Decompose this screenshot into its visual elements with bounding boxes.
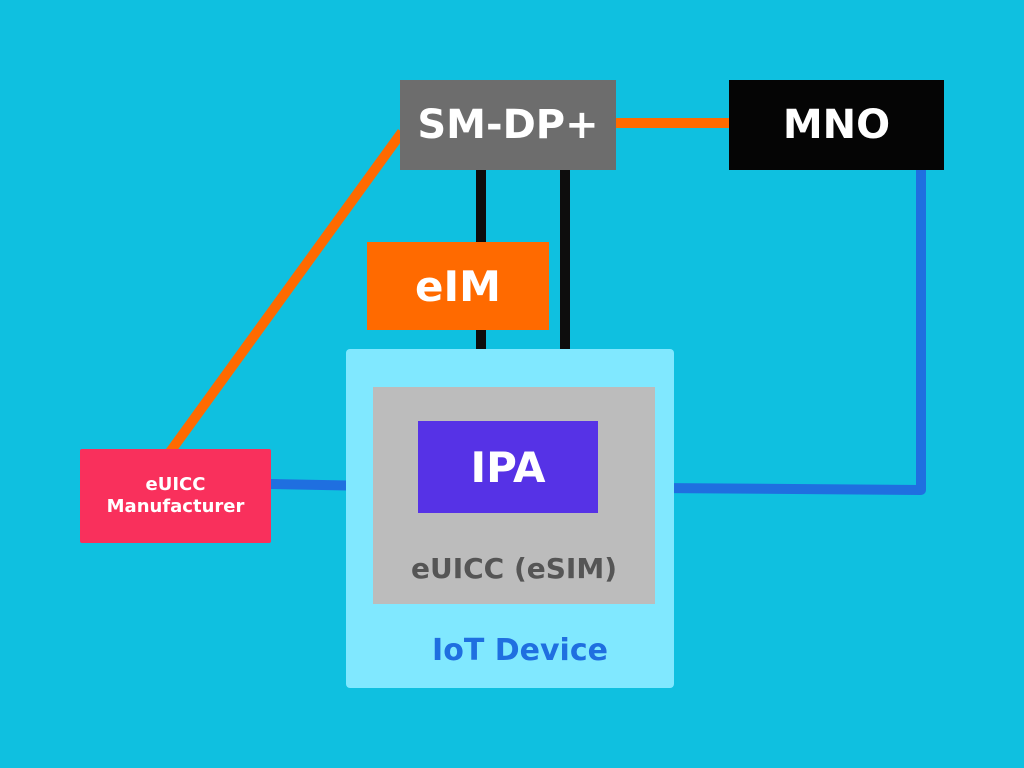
iot-device-label: IoT Device: [432, 632, 608, 668]
euicc-manufacturer-box: eUICC Manufacturer: [80, 449, 271, 543]
ipa-label: IPA: [470, 442, 546, 492]
euicc-manufacturer-label-line-2: Manufacturer: [106, 496, 245, 517]
sm-dp-plus-box: SM-DP+: [400, 80, 616, 170]
euicc-label: eUICC (eSIM): [410, 551, 618, 585]
euicc-manufacturer-label-line-1: eUICC: [145, 474, 206, 495]
euicc-manufacturer-label: eUICC Manufacturer: [107, 474, 245, 518]
mno-label: MNO: [782, 102, 891, 148]
edge-mno-euicc: [654, 170, 926, 495]
sm-dp-plus-label: SM-DP+: [417, 102, 599, 148]
ipa-box: IPA: [418, 421, 598, 513]
eim-box: eIM: [367, 242, 549, 330]
eim-label: eIM: [415, 261, 501, 311]
mno-box: MNO: [729, 80, 944, 170]
